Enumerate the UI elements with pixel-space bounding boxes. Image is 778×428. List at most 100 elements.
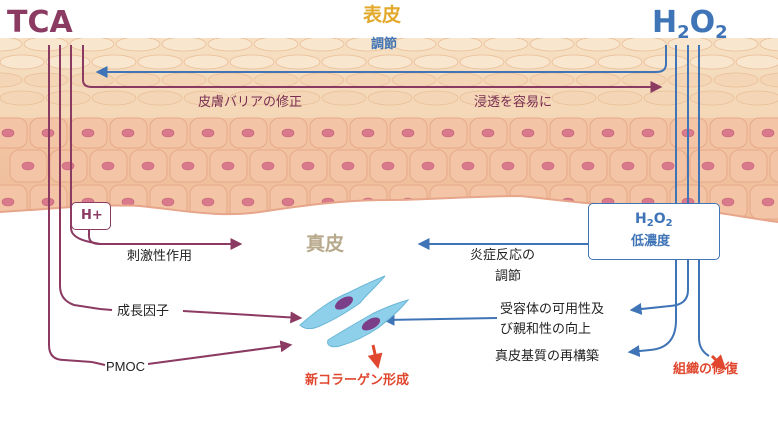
cell-nucleus — [761, 197, 775, 207]
h2o2-o: O — [689, 5, 716, 40]
keratinocyte-cell — [349, 184, 388, 220]
keratinocyte-cell — [429, 184, 468, 220]
cell-nucleus — [141, 161, 155, 171]
corneum-cell — [299, 38, 345, 52]
corneum-cell — [413, 90, 459, 106]
growth-factor-label: 成長因子 — [117, 304, 170, 319]
cell-nucleus — [501, 161, 515, 171]
corneum-cell — [391, 38, 437, 52]
h2o2-box-formula: H2O2 — [635, 212, 673, 229]
corneum-cell — [345, 38, 391, 52]
cell-nucleus — [1, 128, 15, 138]
corneum-cell — [161, 38, 207, 52]
corneum-cell — [759, 38, 778, 52]
cell-nucleus — [61, 161, 75, 171]
cell-nucleus — [1, 197, 15, 207]
corneum-cell — [299, 72, 345, 88]
corneum-cell — [667, 38, 713, 52]
corneum-cell — [551, 90, 597, 106]
cell-nucleus — [701, 161, 715, 171]
cell-nucleus — [261, 161, 275, 171]
cell-nucleus — [401, 128, 415, 138]
corneum-cell — [759, 72, 778, 88]
corneum-cell — [597, 54, 643, 70]
corneum-cell — [413, 54, 459, 70]
corneum-cell — [597, 90, 643, 106]
corneum-cell — [551, 54, 597, 70]
cell-nucleus — [201, 197, 215, 207]
inflammation-label-2: 調節 — [495, 269, 522, 284]
corneum-cell — [229, 54, 275, 70]
corneum-cell — [459, 54, 505, 70]
corneum-cell — [367, 54, 413, 70]
cell-nucleus — [341, 161, 355, 171]
cell-nucleus — [241, 197, 255, 207]
cell-nucleus — [521, 197, 535, 207]
hplus-label: H+ — [81, 208, 103, 223]
corneum-cell — [91, 54, 137, 70]
cell-nucleus — [161, 128, 175, 138]
keratinocyte-cell — [469, 184, 508, 220]
corneum-cell — [689, 90, 735, 106]
keratinocyte-cell — [389, 184, 428, 220]
corneum-cell — [161, 72, 207, 88]
corneum-cell — [253, 72, 299, 88]
corneum-cell — [643, 90, 689, 106]
corneum-cell — [459, 90, 505, 106]
cell-nucleus — [721, 197, 735, 207]
irritation-label: 刺激性作用 — [127, 249, 193, 264]
cell-nucleus — [661, 161, 675, 171]
receptor-label-2: び親和性の向上 — [500, 322, 592, 337]
cell-nucleus — [761, 128, 775, 138]
cell-nucleus — [161, 197, 175, 207]
regulation-label: 調節 — [371, 37, 398, 52]
corneum-cell — [207, 72, 253, 88]
h2o2-box-h: H — [635, 211, 647, 227]
corneum-cell — [91, 90, 137, 106]
dermis-label: 真皮 — [306, 233, 345, 255]
receptor-label-1: 受容体の可用性及 — [500, 302, 605, 317]
corneum-cell — [689, 54, 735, 70]
corneum-cell — [321, 54, 367, 70]
cell-nucleus — [561, 128, 575, 138]
corneum-cell — [275, 90, 321, 106]
cell-nucleus — [301, 161, 315, 171]
cell-nucleus — [281, 128, 295, 138]
corneum-cell — [321, 90, 367, 106]
corneum-cell — [183, 90, 229, 106]
corneum-cell — [529, 38, 575, 52]
cell-nucleus — [361, 197, 375, 207]
h2o2-box-o: O — [653, 211, 666, 227]
corneum-cell — [713, 72, 759, 88]
h2o2-low-box: H2O2 低濃度 — [588, 203, 720, 260]
h2o2-sub1: 2 — [677, 22, 690, 43]
corneum-cell — [275, 54, 321, 70]
corneum-cell — [115, 38, 161, 52]
inflammation-label-1: 炎症反応の — [470, 248, 536, 263]
corneum-cell — [253, 38, 299, 52]
penetration-label: 浸透を容易に — [474, 95, 553, 110]
corneum-cell — [345, 72, 391, 88]
corneum-cell — [137, 54, 183, 70]
stratum-corneum-cells — [0, 38, 778, 106]
corneum-cell — [483, 72, 529, 88]
corneum-cell — [735, 90, 778, 106]
cell-nucleus — [381, 161, 395, 171]
corneum-cell — [505, 90, 551, 106]
cell-nucleus — [361, 128, 375, 138]
outcome-arrows — [367, 344, 727, 371]
h2o2-box-sub1: 2 — [646, 218, 654, 229]
corneum-cell — [0, 54, 45, 70]
corneum-cell — [183, 54, 229, 70]
corneum-cell — [0, 38, 23, 52]
cell-nucleus — [481, 197, 495, 207]
epidermis-label: 表皮 — [363, 4, 402, 26]
h2o2-title: H2O2 — [652, 8, 728, 42]
cell-nucleus — [101, 161, 115, 171]
corneum-cell — [437, 72, 483, 88]
corneum-cell — [391, 72, 437, 88]
cell-nucleus — [121, 128, 135, 138]
h2o2-box-sub2: 2 — [665, 218, 673, 229]
cell-nucleus — [601, 128, 615, 138]
tissue-repair-label: 組織の修復 — [673, 362, 739, 377]
